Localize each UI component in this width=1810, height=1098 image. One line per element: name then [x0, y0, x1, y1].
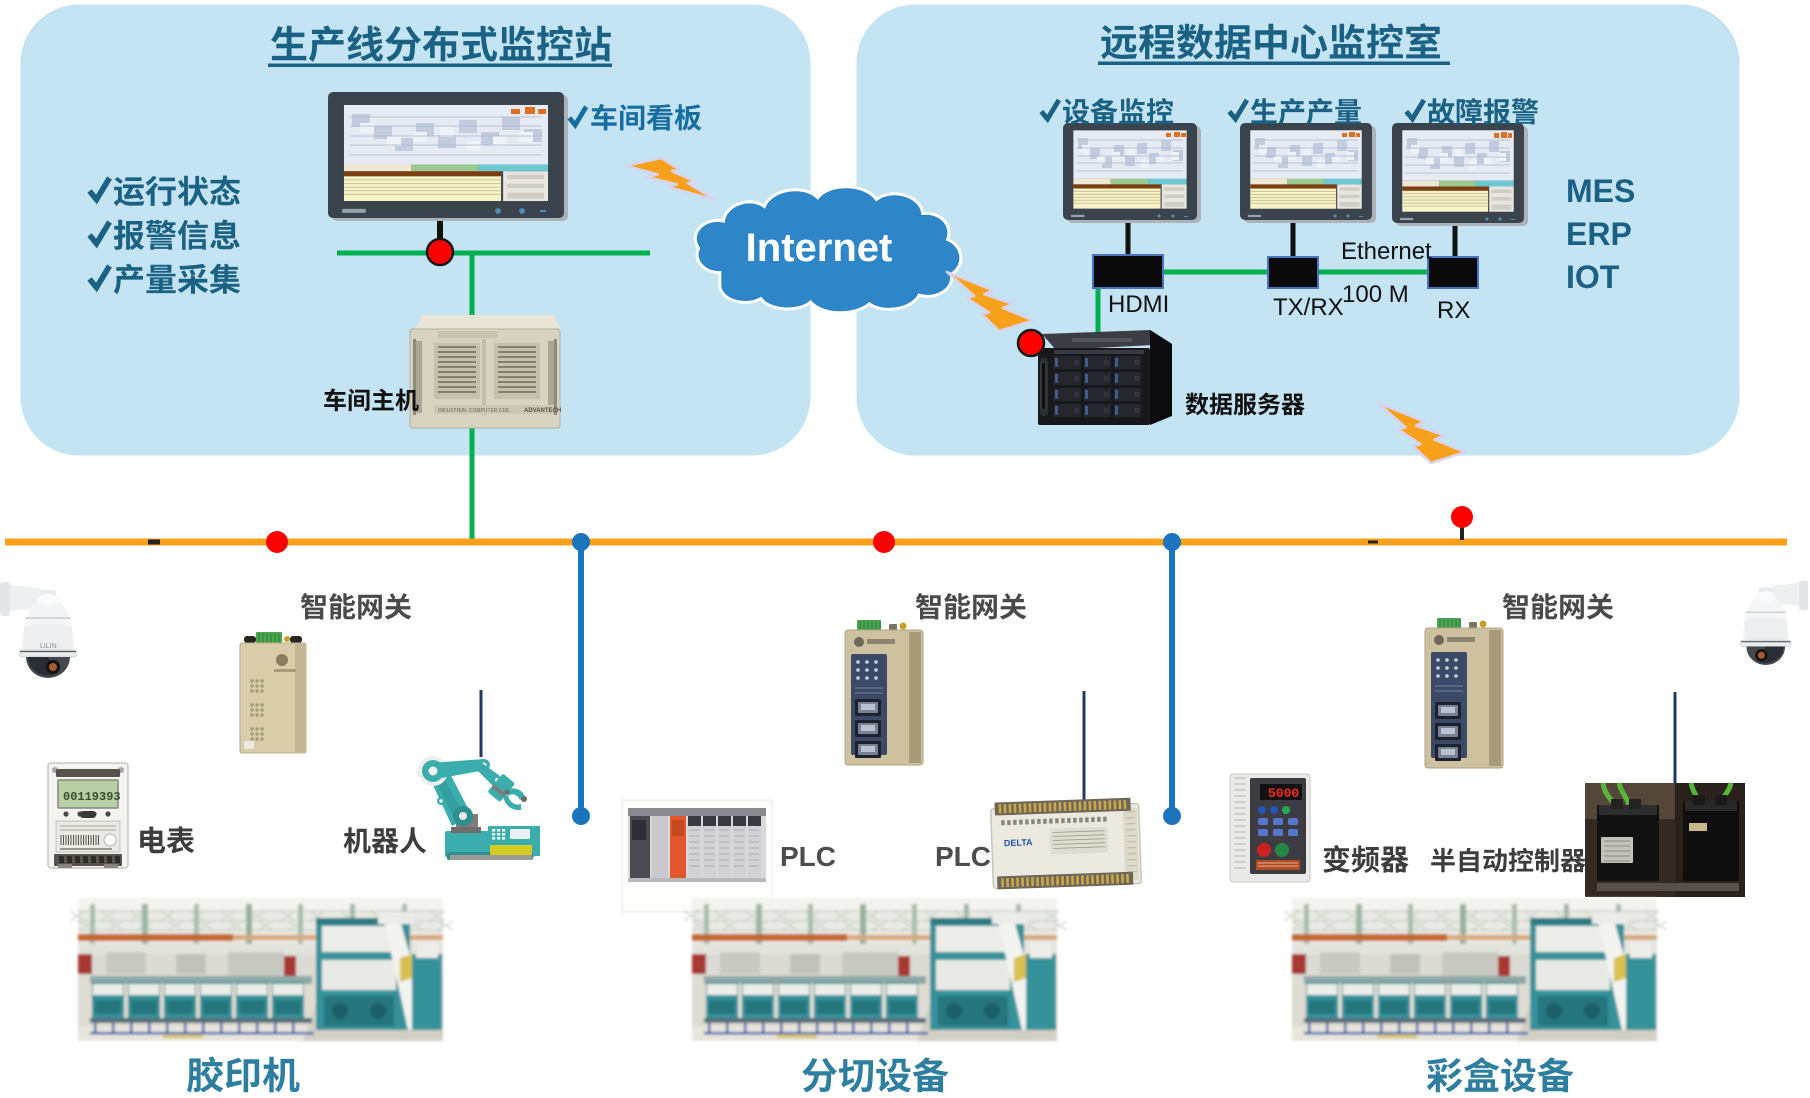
svg-text:RX: RX: [1437, 297, 1470, 324]
svg-text:TX/RX: TX/RX: [1273, 294, 1344, 321]
svg-text:ADVANTECH: ADVANTECH: [524, 408, 561, 414]
svg-text:Internet: Internet: [746, 226, 893, 270]
svg-text:LILIN: LILIN: [40, 643, 57, 650]
svg-text:00119393: 00119393: [63, 790, 121, 804]
svg-text:100 M: 100 M: [1342, 281, 1409, 308]
svg-text:DELTA: DELTA: [1004, 837, 1033, 848]
svg-text:5000: 5000: [1268, 786, 1299, 801]
svg-text:IOT: IOT: [1566, 259, 1620, 295]
svg-text:PLC: PLC: [935, 841, 991, 872]
svg-text:MES: MES: [1566, 173, 1635, 209]
svg-text:Ethernet: Ethernet: [1341, 238, 1432, 265]
svg-text:INDUSTRIAL COMPUTER 610L: INDUSTRIAL COMPUTER 610L: [438, 408, 510, 414]
svg-text:HDMI: HDMI: [1108, 291, 1169, 318]
svg-text:ERP: ERP: [1566, 216, 1632, 252]
svg-text:PLC: PLC: [780, 841, 836, 872]
